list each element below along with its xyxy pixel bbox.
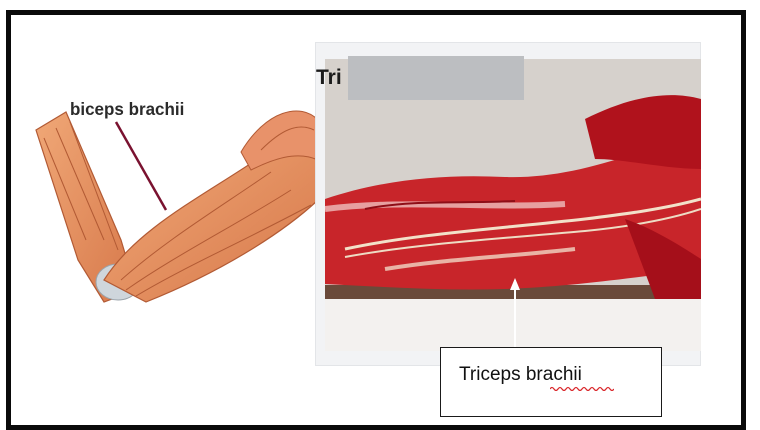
leader-line xyxy=(116,122,166,210)
biceps-label: biceps brachii xyxy=(70,100,184,121)
spellcheck-underline xyxy=(550,386,614,391)
triceps-callout: Triceps brachii xyxy=(440,347,662,417)
photo-title: Tri xyxy=(316,66,342,90)
up-arrow-icon xyxy=(509,276,521,356)
title-redaction xyxy=(348,56,524,100)
triceps-label: Triceps brachii xyxy=(459,364,582,386)
biceps-illustration xyxy=(26,90,326,330)
